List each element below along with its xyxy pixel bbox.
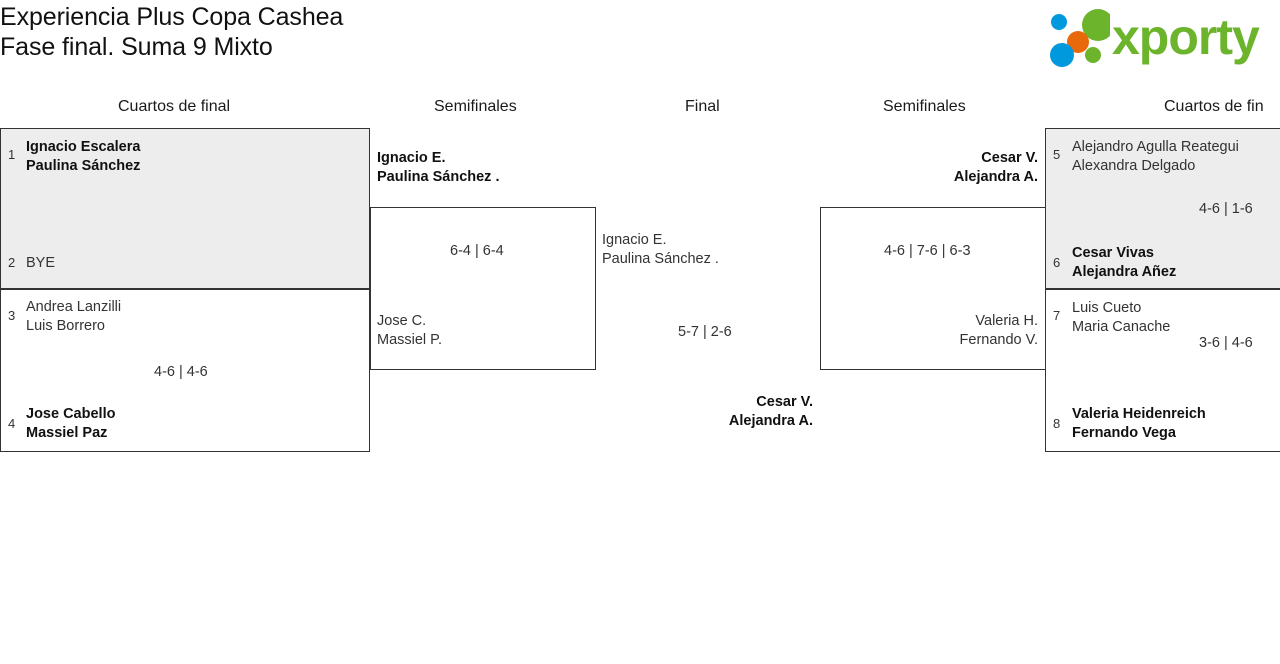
team-player-line-2: Massiel Paz: [26, 425, 108, 441]
team-player-line-2: Alejandra Añez: [1072, 264, 1177, 280]
team-qf-right-1-bottom[interactable]: Cesar Vivas Alejandra Añez: [1072, 244, 1176, 282]
team-player-line-1: Ignacio Escalera: [26, 139, 141, 155]
score-sf-left: 6-4 | 6-4: [450, 243, 504, 259]
score-final: 5-7 | 2-6: [678, 324, 732, 340]
team-qf-right-2-top[interactable]: Luis Cueto Maria Canache: [1072, 299, 1170, 337]
team-qf-right-2-bottom[interactable]: Valeria Heidenreich Fernando Vega: [1072, 405, 1206, 443]
team-player-line-1: Cesar V.: [981, 150, 1038, 166]
round-heading-quarterfinals-left: Cuartos de final: [118, 98, 231, 115]
team-player-line-2: Luis Borrero: [26, 318, 105, 334]
seed-number-4: 4: [8, 416, 16, 431]
team-player-line-2: Alexandra Delgado: [1072, 158, 1196, 174]
team-player-line-2: Paulina Sánchez .: [377, 169, 500, 185]
team-player-line-2: Massiel P.: [377, 332, 443, 348]
seed-number-3: 3: [8, 308, 16, 323]
team-player-line-1: Jose Cabello: [26, 406, 116, 422]
team-final-bottom-champion[interactable]: Cesar V. Alejandra A.: [729, 393, 813, 431]
team-player-line-1: Ignacio E.: [377, 150, 446, 166]
page-header: Experiencia Plus Copa Cashea Fase final.…: [0, 0, 1280, 90]
match-box-qf-left-2[interactable]: [0, 289, 370, 452]
page-title: Experiencia Plus Copa Cashea Fase final.…: [0, 3, 344, 61]
score-qf-right-1: 4-6 | 1-6: [1199, 201, 1253, 217]
round-heading-quarterfinals-right: Cuartos de fin: [1164, 98, 1264, 115]
seed-number-6: 6: [1053, 255, 1061, 270]
team-sf-right-bottom[interactable]: Valeria H. Fernando V.: [960, 312, 1038, 350]
round-heading-semifinals-left: Semifinales: [434, 98, 517, 115]
match-box-qf-right-1[interactable]: [1045, 128, 1280, 289]
team-player-line-2: Paulina Sánchez: [26, 158, 141, 174]
team-qf-left-2-bottom[interactable]: Jose Cabello Massiel Paz: [26, 405, 115, 443]
match-box-qf-left-1[interactable]: [0, 128, 370, 289]
seed-number-1: 1: [8, 147, 16, 162]
round-heading-semifinals-right: Semifinales: [883, 98, 966, 115]
team-player-line-2: Fernando Vega: [1072, 425, 1176, 441]
seed-number-5: 5: [1053, 147, 1061, 162]
team-player-line-1: Andrea Lanzilli: [26, 299, 122, 315]
team-player-line-1: Alejandro Agulla Reategui: [1072, 139, 1239, 155]
team-sf-right-top[interactable]: Cesar V. Alejandra A.: [954, 149, 1038, 187]
match-box-sf-left[interactable]: [370, 207, 596, 370]
team-player-line-1: Valeria H.: [975, 313, 1038, 329]
team-player-line-2: Maria Canache: [1072, 319, 1171, 335]
team-qf-left-2-top[interactable]: Andrea Lanzilli Luis Borrero: [26, 298, 121, 336]
team-player-line-2: Alejandra A.: [953, 169, 1038, 185]
team-sf-left-bottom[interactable]: Jose C. Massiel P.: [377, 312, 442, 350]
round-heading-final: Final: [685, 98, 720, 115]
score-sf-right: 4-6 | 7-6 | 6-3: [884, 243, 971, 259]
team-qf-right-1-top[interactable]: Alejandro Agulla Reategui Alexandra Delg…: [1072, 138, 1239, 176]
team-player-line-2: Alejandra A.: [728, 413, 813, 429]
match-box-qf-right-2[interactable]: [1045, 289, 1280, 452]
team-player-line-1: Cesar V.: [756, 394, 813, 410]
logo-dots-icon: [1050, 9, 1110, 67]
seed-number-2: 2: [8, 255, 16, 270]
team-player-line-1: Cesar Vivas: [1072, 245, 1154, 261]
score-qf-left-2: 4-6 | 4-6: [154, 364, 208, 380]
team-player-line-2: Paulina Sánchez .: [602, 251, 719, 267]
team-qf-left-1-bottom[interactable]: BYE: [26, 254, 55, 273]
xporty-logo: xporty: [1044, 6, 1278, 68]
team-player-line-1: Ignacio E.: [602, 232, 667, 248]
seed-number-7: 7: [1053, 308, 1061, 323]
team-sf-left-top[interactable]: Ignacio E. Paulina Sánchez .: [377, 149, 500, 187]
team-player-line-1: BYE: [26, 255, 56, 271]
team-player-line-2: Fernando V.: [959, 332, 1038, 348]
team-player-line-1: Luis Cueto: [1072, 300, 1142, 316]
logo-wordmark: xporty: [1112, 9, 1260, 65]
team-player-line-1: Valeria Heidenreich: [1072, 406, 1206, 422]
seed-number-8: 8: [1053, 416, 1061, 431]
team-qf-left-1-top[interactable]: Ignacio Escalera Paulina Sánchez: [26, 138, 140, 176]
match-box-sf-right[interactable]: [820, 207, 1046, 370]
team-player-line-1: Jose C.: [377, 313, 427, 329]
team-final-top[interactable]: Ignacio E. Paulina Sánchez .: [602, 231, 719, 269]
score-qf-right-2: 3-6 | 4-6: [1199, 335, 1253, 351]
